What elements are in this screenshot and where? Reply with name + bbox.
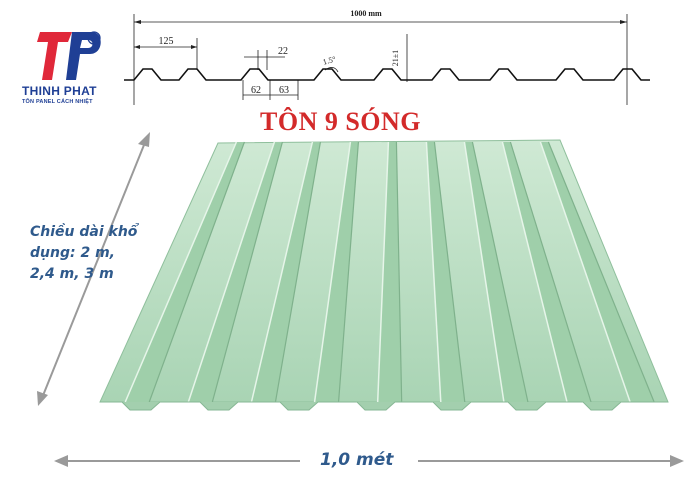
brand-tagline: TÔN PANEL CÁCH NHIỆT xyxy=(22,99,93,105)
rib xyxy=(377,142,402,402)
base-left-label: 62 xyxy=(251,85,261,96)
slope-angle-label: 1.5° xyxy=(322,55,337,67)
rib-shadow xyxy=(547,141,655,403)
length-note: Chiều dài khổ dụng: 2 m, 2,4 m, 3 m xyxy=(30,224,138,282)
width-arrow xyxy=(54,455,684,467)
pitch-label: 125 xyxy=(159,36,174,47)
rib-highlight xyxy=(187,141,276,403)
width-note: 1,0 mét xyxy=(320,450,394,470)
rib-highlight xyxy=(501,141,568,403)
rib-highlight xyxy=(124,141,238,403)
sheet-bottom-edge xyxy=(100,401,668,411)
rib xyxy=(125,142,245,402)
rib xyxy=(540,142,655,402)
overall-width-label: 1000 mm xyxy=(350,9,382,18)
rib xyxy=(314,142,359,402)
logo-p-blue xyxy=(66,32,101,80)
rib-shadow xyxy=(471,141,529,403)
logo-mark xyxy=(37,31,101,80)
rib-shadow xyxy=(395,141,403,403)
rib-shadow xyxy=(509,141,592,403)
rib-highlight xyxy=(539,141,631,403)
rib-height-label: 21±1 xyxy=(391,50,400,66)
rib-highlight xyxy=(250,141,314,403)
rib-highlight xyxy=(463,141,505,403)
length-arrow xyxy=(37,132,150,406)
rib xyxy=(502,142,592,402)
crest-width-label: 22 xyxy=(278,46,288,57)
rib-shadow xyxy=(274,141,322,403)
rib xyxy=(251,142,321,402)
rib-shadow xyxy=(433,141,466,403)
rib-shadow xyxy=(337,141,360,403)
rib xyxy=(426,142,465,402)
rib-highlight xyxy=(425,141,442,403)
product-title: TÔN 9 SÓNG xyxy=(260,107,422,136)
logo-t-red xyxy=(37,32,72,80)
rib-highlight xyxy=(376,141,390,403)
base-right-label: 63 xyxy=(279,85,289,96)
rib xyxy=(464,142,528,402)
brand-name: THINH PHAT xyxy=(22,84,97,98)
sheet-ribs xyxy=(124,141,655,403)
sheet-profile-line xyxy=(124,68,650,81)
rib-shadow xyxy=(211,141,283,403)
rib-shadow xyxy=(148,141,245,403)
rib xyxy=(188,142,283,402)
rib-highlight xyxy=(313,141,352,403)
profile-drawing: 1000 mm 125 22 62 63 1.5° 21±1 xyxy=(124,9,650,105)
